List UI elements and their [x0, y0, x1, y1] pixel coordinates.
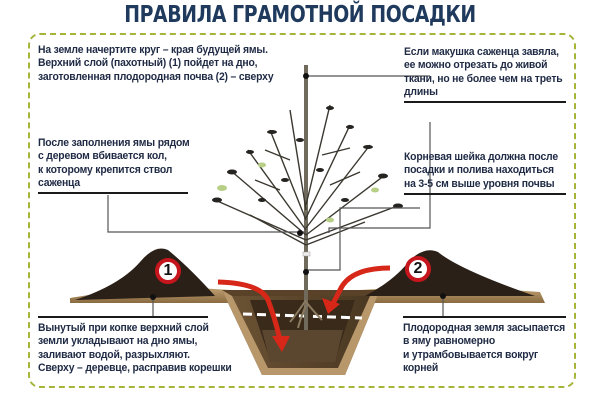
- note-bottom-right: Плодородная земля засыпается в яму равно…: [403, 322, 565, 375]
- leader-lines: [107, 75, 444, 317]
- soil-mound-1: [75, 248, 215, 300]
- arrow-1: [217, 279, 283, 341]
- rule-bottom-left: [38, 316, 208, 318]
- rule-top-right: [404, 101, 566, 103]
- note-mid-right: Корневая шейка должна после посадки и по…: [404, 151, 558, 190]
- rule-bottom-right: [403, 316, 566, 318]
- soil-mound-2: [365, 250, 535, 296]
- note-top-left: На земле начертите круг – края будущей я…: [38, 44, 274, 83]
- tree-crown: [214, 104, 401, 246]
- note-bottom-left: Вынутый при копке верхний слой земли укл…: [38, 322, 232, 375]
- soil-badge-1: 1: [155, 258, 181, 284]
- tree-leaves: [212, 106, 403, 209]
- note-top-right: Если макушка саженца завяла, ее можно от…: [404, 46, 563, 99]
- dashed-frame: [28, 33, 576, 388]
- note-mid-left: После заполнения ямы рядом с деревом вби…: [38, 137, 190, 190]
- arrow-2: [329, 265, 391, 307]
- page-title: ПРАВИЛА ГРАМОТНОЙ ПОСАДКИ: [124, 2, 476, 28]
- rule-mid-left: [38, 192, 188, 194]
- rule-mid-right: [404, 193, 566, 195]
- soil-badge-2: 2: [405, 256, 431, 282]
